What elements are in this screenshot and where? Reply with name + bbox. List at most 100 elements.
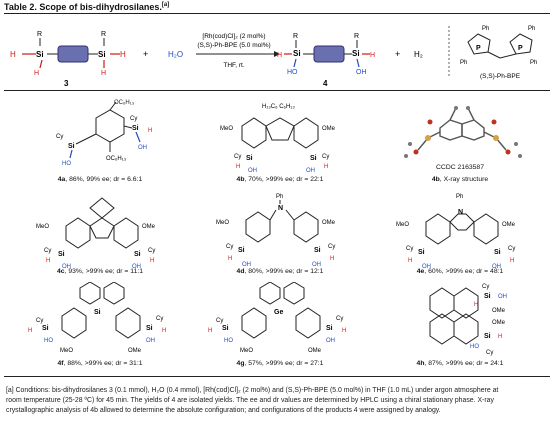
svg-text:OH: OH [306,168,315,174]
svg-text:OMe: OMe [502,222,516,228]
svg-text:OMe: OMe [322,220,336,226]
svg-text:Ph: Ph [456,194,463,200]
svg-text:Si: Si [293,49,301,58]
svg-text:OH: OH [356,69,367,76]
svg-text:H: H [342,328,346,334]
ligand-name: (S,S)-Ph-BPE [480,73,521,80]
svg-text:HO: HO [44,338,53,344]
reaction-scheme: H Si R H Si R H H 3 + H₂O [Rh(cod)Cl]₂ (… [10,26,537,88]
table-title-footnote-mark: [a] [161,2,170,8]
svg-text:OH: OH [248,168,257,174]
result-text: 57%, >99% ee; dr = 27:1 [248,360,324,367]
product-cell-4f: Si Cy Si H HO MeO Si Cy H OH OMe 4f, 88%… [10,281,190,370]
svg-text:H: H [408,258,412,264]
svg-text:MeO: MeO [396,222,409,228]
structure-4g: Ge Cy Si H HO MeO Si Cy H OH OMe [208,281,346,354]
svg-text:Cy: Cy [148,248,155,254]
product-grid: OC₆H₁₃ OC₆H₁₃ Cy Si HO Si Cy H OH 4a, 86… [0,96,554,372]
ccdc-text: CCDC 2163587 [436,164,484,171]
svg-text:OMe: OMe [492,320,506,326]
svg-text:Cy: Cy [336,316,343,322]
substituent-label: H₁₃C₆ C₆H₁₃ [262,104,295,110]
structure-4h: Cy Si OH H OMe OMe Si H HO Cy [429,284,507,356]
svg-text:H: H [46,258,50,264]
product-cell-4c: MeO OMe Cy Si H OH Si Cy H OH 4c, 93%, >… [10,190,190,278]
svg-text:Si: Si [326,325,333,332]
caption-4d: 4d, 80%, >99% ee; dr = 12:1 [236,268,324,275]
caption-4f: 4f, 88%, >99% ee; dr = 31:1 [57,360,143,367]
svg-text:Ph: Ph [528,26,535,32]
structure-4f: Si Cy Si H HO MeO Si Cy H OH OMe [28,281,166,354]
product-cell-4b-xray: CCDC 2163587 4b, X-ray structure [370,98,550,186]
svg-text:Cy: Cy [156,316,163,322]
svg-text:H: H [330,256,334,262]
svg-text:MeO: MeO [240,348,253,354]
ccdc-number: CCDC 2163587 [436,164,484,171]
compound-id: 4b [236,176,245,183]
condition-solvent: THF, rt. [223,62,244,69]
result-text: 93%, >99% ee; dr = 11:1 [68,268,144,275]
compound-id: 4e [416,268,425,275]
svg-text:Si: Si [494,249,501,256]
result-text: 60%, >99% ee; dr = 48:1 [428,268,504,275]
svg-text:Cy: Cy [44,248,51,254]
svg-text:Si: Si [314,247,321,254]
svg-text:Cy: Cy [486,350,493,356]
svg-text:H: H [474,302,478,308]
svg-text:Si: Si [42,325,49,332]
compound-id: 4d [236,268,245,275]
footnote-line-1: [a] Conditions: bis-dihydrosilanes 3 (0.… [6,387,499,394]
svg-text:Cy: Cy [508,246,515,252]
result-text: X-ray structure [443,176,489,183]
structure-4d: Ph N MeO OMe Cy Si H OH Si Cy H OH [216,194,336,268]
caption-4c: 4c, 93%, >99% ee; dr = 11:1 [56,268,144,275]
svg-text:OH: OH [498,294,507,300]
svg-text:P: P [518,45,523,52]
svg-text:H: H [10,50,16,59]
svg-text:Ph: Ph [460,60,467,66]
svg-text:Cy: Cy [322,154,329,160]
svg-text:Cy: Cy [216,318,223,324]
svg-text:Cy: Cy [406,246,413,252]
svg-text:OMe: OMe [128,348,142,354]
product-structure: Si R H HO Si R H OH [277,33,375,76]
svg-text:HO: HO [287,69,298,76]
svg-text:Si: Si [94,309,101,316]
substituent-label: OC₆H₁₃ [114,100,135,106]
svg-text:MeO: MeO [220,126,233,132]
svg-text:OH: OH [492,264,501,270]
svg-text:OH: OH [146,338,155,344]
svg-text:R: R [101,31,106,38]
svg-text:HO: HO [62,161,71,167]
svg-text:Cy: Cy [234,154,241,160]
product-cell-4a: OC₆H₁₃ OC₆H₁₃ Cy Si HO Si Cy H OH 4a, 86… [10,98,190,186]
svg-text:H: H [498,334,502,340]
svg-text:OH: OH [422,264,431,270]
svg-text:Si: Si [246,155,253,162]
caption-4h: 4h, 87%, >99% ee; dr = 24:1 [416,360,504,367]
product-cell-4e: Ph N MeO OMe Cy Si H OH Si Cy H OH 4e, 6… [370,190,550,278]
condition-catalyst: [Rh(cod)Cl]₂ (2 mol%) [202,33,265,40]
top-rule [4,13,550,14]
scheme-bottom-rule [4,90,550,91]
svg-text:Ph: Ph [276,194,283,200]
svg-text:Si: Si [68,143,75,150]
svg-text:R: R [37,31,42,38]
svg-text:P: P [476,45,481,52]
footnote-line-2: room temperature (25-28 ºC) for 45 min. … [6,397,494,404]
compound-id: 4g [236,360,245,367]
ligand-structure: P P Ph Ph Ph Ph [460,26,537,66]
svg-text:Ph: Ph [530,60,537,66]
svg-text:Ph: Ph [482,26,489,32]
svg-text:Cy: Cy [56,134,63,140]
svg-text:Si: Si [310,155,317,162]
caption-4b: 4b, 70%, >99% ee; dr = 22:1 [236,176,324,183]
reactant-structure: H Si R H Si R H H [10,31,126,77]
plus-sign-2: + [395,49,400,59]
caption-4g: 4g, 57%, >99% ee; dr = 27:1 [236,360,324,367]
product-cell-4h: Cy Si OH H OMe OMe Si H HO Cy 4h, 87%, >… [370,282,550,370]
svg-text:Cy: Cy [226,244,233,250]
condition-ligand: (S,S)-Ph-BPE (5.0 mol%) [197,42,270,49]
svg-text:Si: Si [484,293,491,300]
svg-text:MeO: MeO [36,224,49,230]
